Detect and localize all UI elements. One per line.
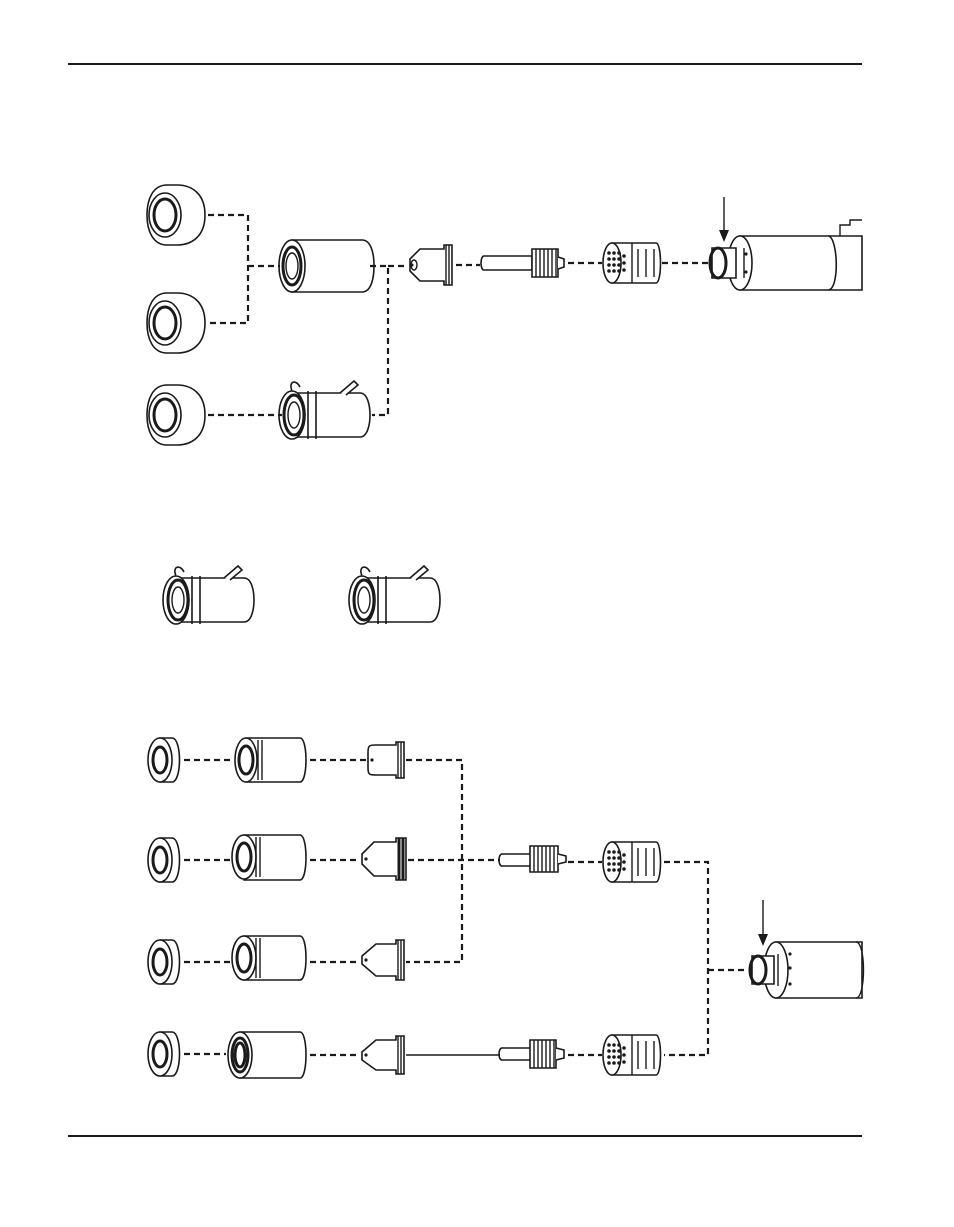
nozzle-row-3 — [361, 939, 405, 981]
torch-body-2 — [748, 941, 865, 999]
footer-rule — [68, 1135, 862, 1137]
swirl-ring-row-2 — [602, 841, 662, 883]
retaining-cap-option-1 — [161, 564, 256, 626]
small-shield-2 — [147, 837, 181, 883]
retaining-cap-1 — [277, 238, 376, 294]
retaining-cap-row-4 — [227, 1031, 307, 1079]
arrow-2 — [758, 900, 768, 946]
nozzle-1 — [409, 244, 453, 286]
nozzle-row-2 — [361, 837, 407, 881]
retaining-cap-row-3 — [231, 935, 307, 981]
nozzle-row-4 — [361, 1035, 405, 1075]
swirl-ring-1 — [602, 242, 662, 284]
small-shield-1 — [147, 737, 181, 783]
shield-cap-3 — [145, 383, 207, 447]
assembly-2 — [147, 737, 865, 1079]
small-shield-3 — [147, 939, 181, 985]
shield-cap-1 — [145, 183, 207, 247]
swirl-ring-row-4 — [602, 1034, 662, 1076]
torch-body-1 — [708, 219, 863, 291]
header-rule — [68, 63, 862, 65]
retaining-cap-row-1 — [234, 737, 307, 783]
electrode-1 — [480, 248, 565, 278]
assembly-1 — [145, 183, 863, 447]
electrode-row-2 — [498, 845, 567, 873]
arrow-1 — [719, 197, 729, 242]
retaining-cap-option-2 — [347, 564, 442, 626]
retaining-cap-tab — [277, 379, 372, 441]
electrode-row-4 — [498, 1039, 565, 1069]
small-shield-4 — [147, 1031, 181, 1077]
optional-parts — [161, 564, 442, 626]
shield-cap-2 — [145, 291, 207, 355]
nozzle-row-1 — [367, 741, 405, 779]
retaining-cap-row-2 — [231, 834, 307, 881]
